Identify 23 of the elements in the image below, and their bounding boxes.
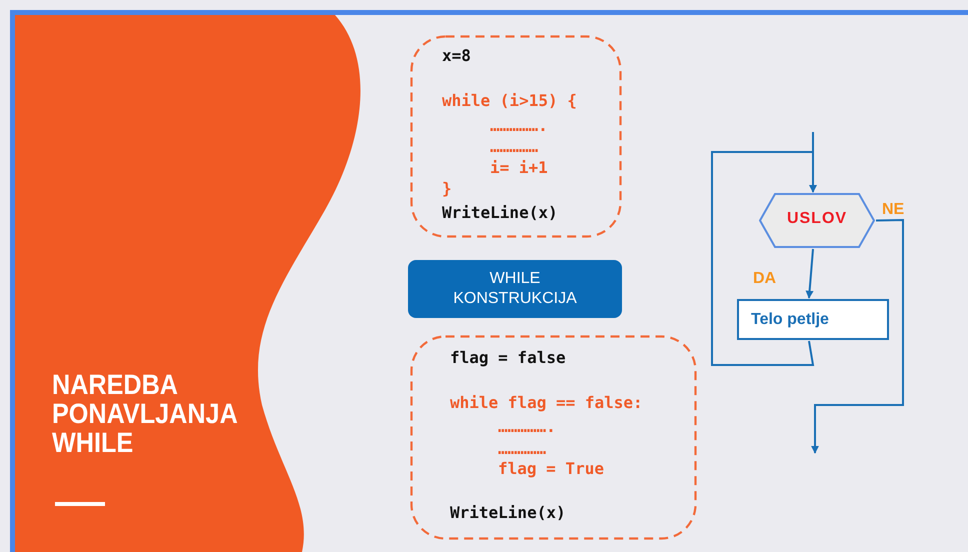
code-line: ……………. [498,419,556,435]
slide-title: NAREDBA PONAVLJANJA WHILE [52,370,238,457]
code-line: WriteLine(x) [442,205,558,221]
code-line: while (i>15) { [442,93,577,109]
code-line: } [442,181,452,197]
code-line: flag = True [498,461,604,477]
code-line: x=8 [442,48,471,64]
code-block [410,335,697,540]
arrow [806,248,814,299]
process-box: Telo petlje [737,299,889,340]
code-line: while flag == false: [450,395,643,411]
code-line: i= i+1 [490,160,548,176]
arrow [711,151,817,366]
code-line: WriteLine(x) [450,505,566,521]
code-block [410,35,622,238]
code-line: …………… [490,139,538,155]
code-line: …………… [498,441,546,457]
arrow [811,218,904,454]
condition-text: USLOV [786,210,848,228]
condition-hexagon [759,193,875,248]
code-line: ……………. [490,118,548,134]
code-line: flag = false [450,350,566,366]
label-banner: WHILE KONSTRUKCIJA [408,260,622,318]
